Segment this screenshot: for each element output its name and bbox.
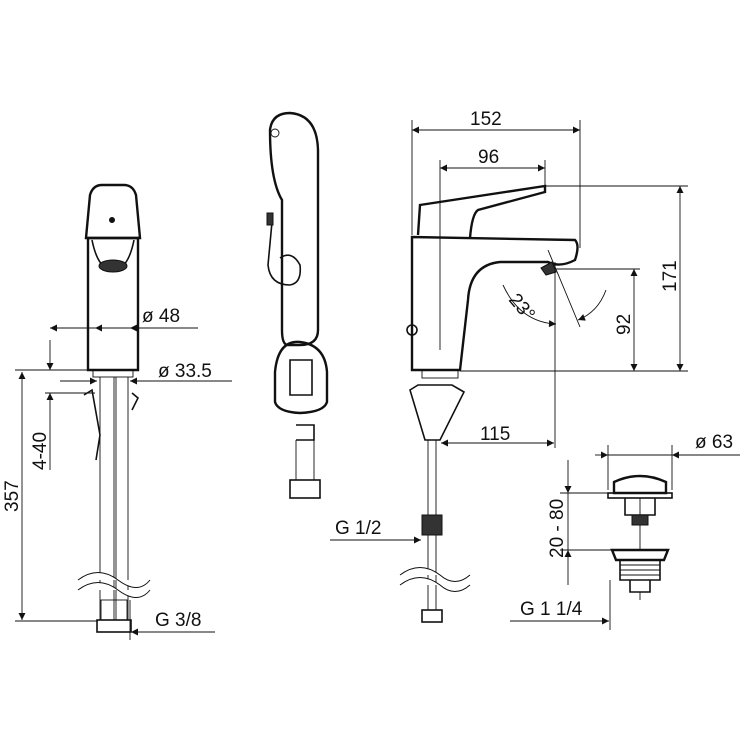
side-view [266, 111, 329, 499]
side-view-right: 152 96 171 92 23° 115 G 1/2 [330, 109, 688, 623]
dim-label-g12: G 1/2 [335, 518, 381, 539]
dim-label-357: 357 [2, 480, 23, 512]
dim-label-d63: ø 63 [695, 432, 733, 453]
dim-label-d33-5: ø 33.5 [158, 361, 212, 382]
dim-label-20-80: 20 - 80 [547, 499, 568, 558]
dim-label-d48: ø 48 [142, 306, 180, 327]
dim-label-152: 152 [470, 109, 502, 130]
dim-label-115: 115 [480, 424, 510, 445]
dim-label-171: 171 [660, 260, 681, 292]
dim-label-4-40: 4-40 [30, 432, 51, 470]
dim-label-g1-1-4: G 1 1/4 [520, 599, 583, 620]
dim-label-23-degrees: 23° [504, 290, 539, 326]
dim-label-96: 96 [478, 147, 499, 168]
drain-valve: ø 63 20 - 80 G 1 1/4 [510, 432, 740, 630]
handle-front [84, 183, 142, 240]
nut-g38 [96, 619, 132, 633]
dim-label-92: 92 [614, 314, 635, 335]
front-view: ø 48 ø 33.5 4-40 357 G 3/8 [2, 183, 232, 640]
dim-label-g38: G 3/8 [155, 610, 201, 631]
